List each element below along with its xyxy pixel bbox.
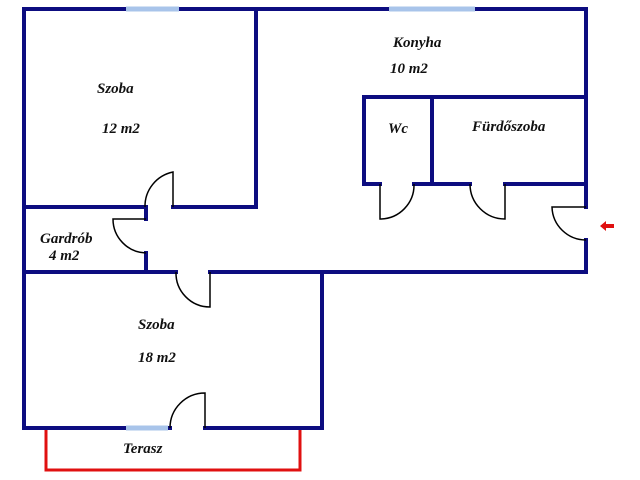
room-label-gardrob: Gardrób — [40, 231, 93, 247]
door-szoba2-hall[interactable] — [175, 271, 211, 308]
doors — [112, 171, 587, 429]
room-area-szoba: 12 m2 — [102, 121, 140, 137]
door-gardrob[interactable] — [112, 218, 147, 254]
room-label-terasz: Terasz — [123, 441, 163, 457]
windows — [126, 6, 475, 431]
door-furdoszoba[interactable] — [469, 183, 506, 220]
arrow-left-icon — [600, 221, 614, 231]
room-area-gardrob: 4 m2 — [48, 248, 80, 264]
door-szoba[interactable] — [144, 171, 174, 208]
door-entrance[interactable] — [551, 206, 587, 241]
walls — [22, 7, 588, 430]
room-area-szoba2: 18 m2 — [138, 350, 176, 366]
door-terasz[interactable] — [169, 392, 206, 429]
door-wc[interactable] — [379, 183, 415, 220]
room-label-konyha: Konyha — [392, 35, 442, 51]
room-label-furdoszoba: Fürdőszoba — [471, 119, 546, 135]
terrace-outline — [44, 430, 302, 472]
room-label-wc: Wc — [388, 121, 408, 137]
room-label-szoba2: Szoba — [138, 317, 175, 333]
room-area-konyha: 10 m2 — [390, 61, 428, 77]
room-label-szoba: Szoba — [97, 81, 134, 97]
